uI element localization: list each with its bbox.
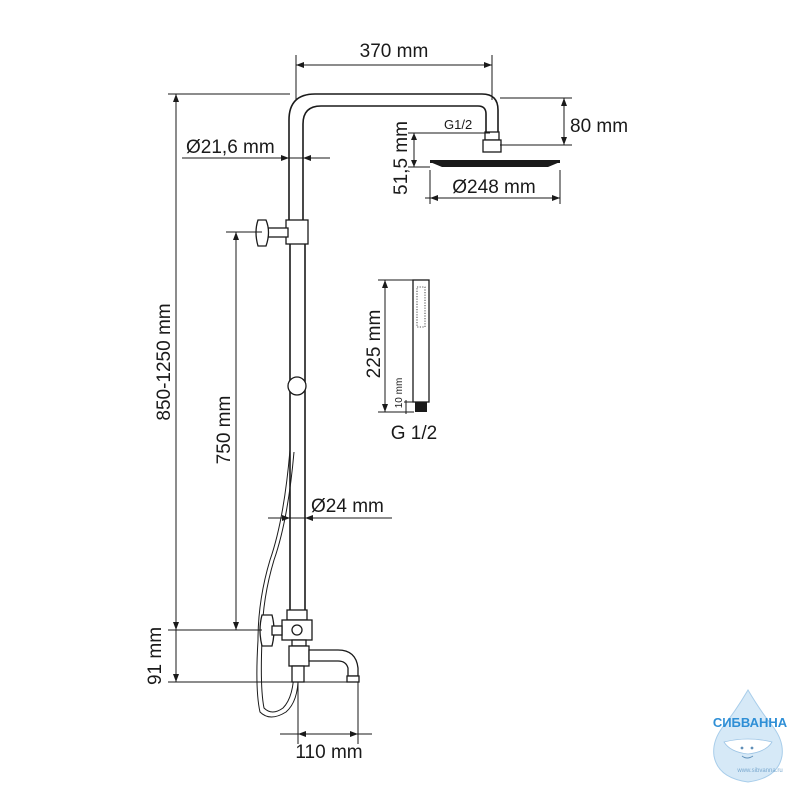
slide-range-label: 750 mm	[214, 396, 235, 465]
arm-length-label: 370 mm	[360, 41, 429, 62]
slide-range-dimension: 750 mm	[214, 231, 262, 630]
arm-length-dimension: 370 mm	[295, 41, 493, 100]
logo-url: www.sibvanna.ru	[736, 768, 782, 774]
handshower-length-dimension: 225 mm	[364, 279, 414, 413]
mixer-height-dimension: 91 mm	[145, 627, 358, 685]
head-diameter-dimension: Ø248 mm	[425, 170, 561, 204]
hand-shower	[412, 279, 430, 412]
spout-length-dimension: 110 mm	[280, 682, 372, 763]
handshower-length-label: 225 mm	[364, 310, 385, 379]
total-height-dimension: 850-1250 mm	[154, 93, 290, 682]
mixer-height-label: 91 mm	[145, 627, 166, 685]
lower-pipe-diameter-label: Ø24 mm	[311, 496, 384, 517]
handshower-nut-label: 10 mm	[394, 378, 405, 409]
head-thread-label: G1/2	[444, 117, 472, 132]
hand-shower-nozzles	[416, 286, 426, 328]
sibvanna-logo: СИБВАННА www.sibvanna.ru	[713, 689, 788, 783]
total-height-label: 850-1250 mm	[154, 303, 175, 420]
lower-pipe-diameter-dimension: Ø24 mm	[268, 496, 392, 521]
hand-shower-slider	[287, 376, 307, 396]
rain-shower-head	[430, 131, 560, 167]
upper-wall-bracket	[255, 219, 309, 247]
head-drop-label: 80 mm	[570, 116, 628, 137]
bath-mixer	[259, 609, 360, 683]
water-drop-icon	[713, 689, 783, 783]
spout-length-label: 110 mm	[295, 742, 362, 763]
head-height-label: 51,5 mm	[391, 121, 412, 195]
head-diameter-label: Ø248 mm	[452, 177, 535, 198]
head-height-dimension: 51,5 mm	[391, 121, 430, 195]
shower-hose	[256, 449, 299, 718]
logo-name: СИБВАННА	[713, 715, 788, 730]
head-drop-dimension: 80 mm	[500, 97, 628, 146]
upper-pipe-diameter-label: Ø21,6 mm	[186, 137, 275, 158]
handshower-thread-label: G 1/2	[391, 423, 437, 444]
shower-riser-pipe	[288, 93, 499, 612]
handshower-nut-dimension: 10 mm	[394, 378, 416, 414]
upper-pipe-diameter-dimension: Ø21,6 mm	[182, 137, 330, 161]
head-thread-callout: G1/2	[418, 117, 490, 134]
